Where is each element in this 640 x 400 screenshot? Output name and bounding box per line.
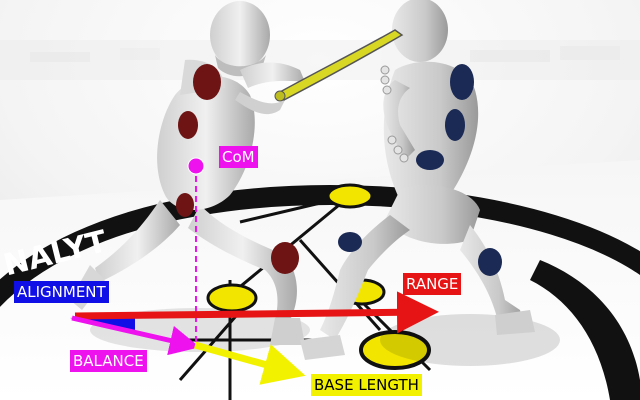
shadow — [380, 314, 560, 366]
base-length-arrow — [194, 341, 306, 385]
right-fencer — [300, 0, 535, 360]
range-arrow — [74, 291, 439, 334]
alignment-label: ALIGNMENT — [14, 281, 109, 303]
background-arena — [0, 40, 640, 80]
floor-marker — [359, 330, 431, 370]
com-marker — [187, 157, 205, 175]
left-fencer — [70, 1, 305, 345]
base-length-label: BASE LENGTH — [311, 374, 422, 396]
balance-label: BALANCE — [70, 350, 147, 372]
sword — [274, 29, 404, 102]
balance-arrow — [71, 315, 200, 356]
shadow — [90, 308, 310, 352]
analysis-overlay — [70, 157, 439, 385]
com-label: CoM — [219, 146, 258, 168]
floor-marker — [326, 183, 374, 209]
range-label: RANGE — [403, 273, 462, 295]
floor-marker — [206, 283, 258, 313]
